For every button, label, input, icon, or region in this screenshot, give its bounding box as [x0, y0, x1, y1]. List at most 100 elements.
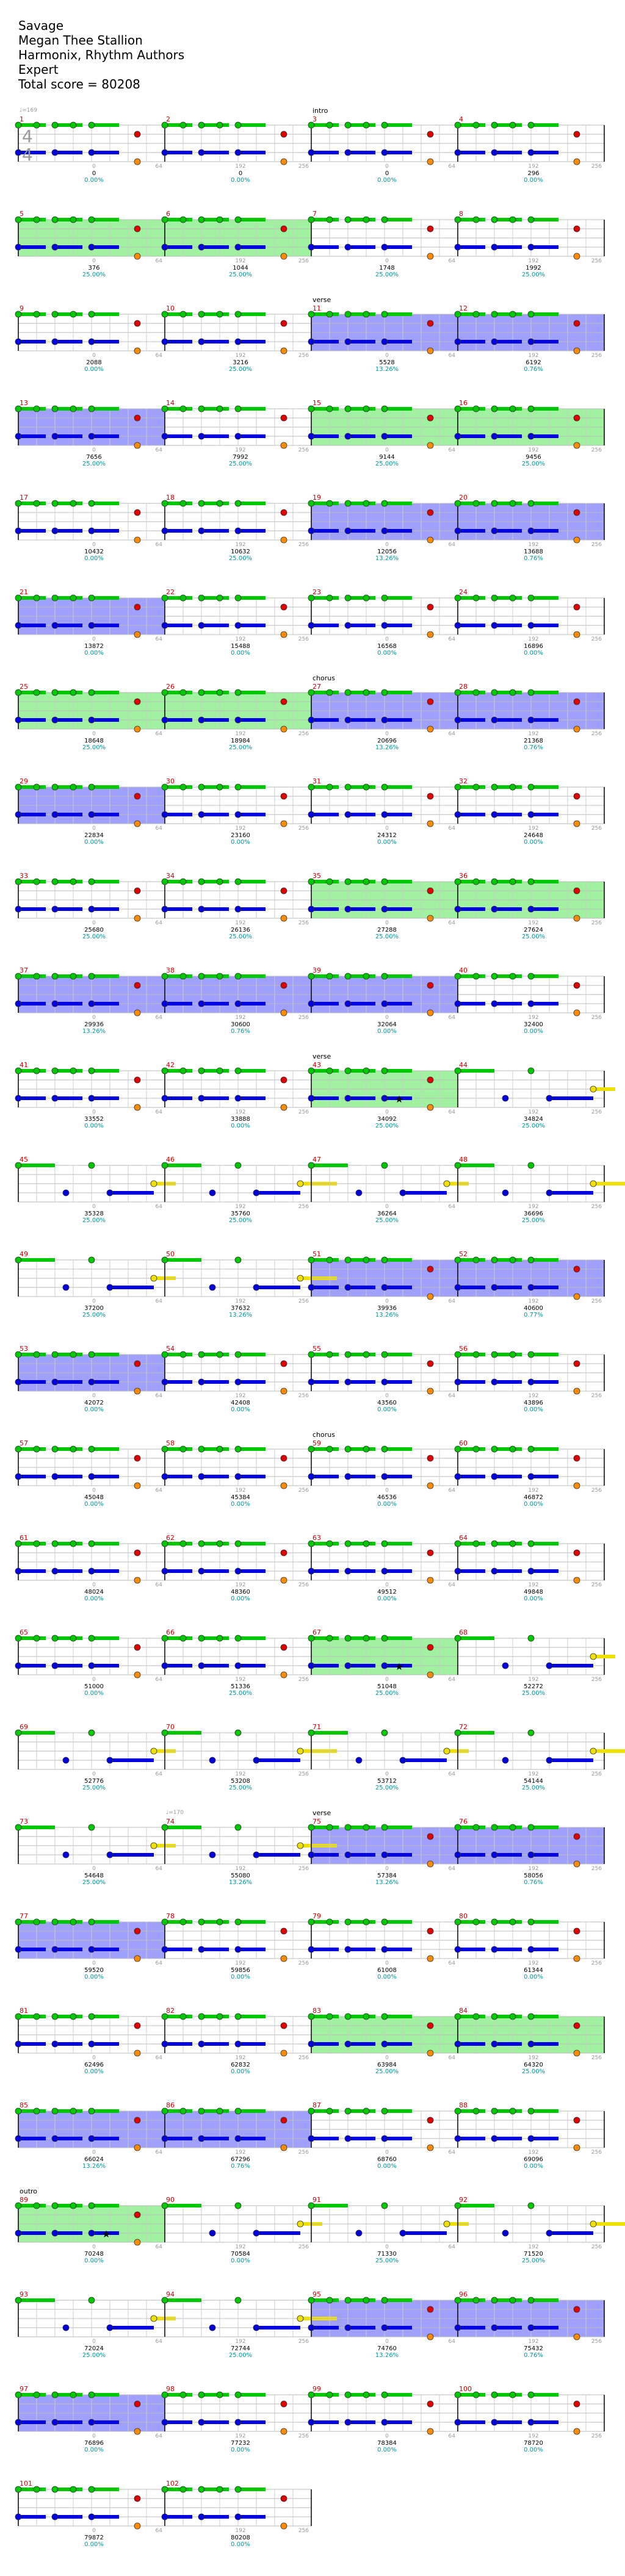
sustain-tail	[348, 1920, 375, 1924]
blue-note	[106, 2324, 114, 2331]
blue-note	[491, 1851, 498, 1858]
sustain-tail	[348, 1853, 375, 1857]
blue-note	[454, 2419, 461, 2426]
sustain-tail	[458, 407, 485, 411]
green-note	[70, 2013, 77, 2020]
green-note	[33, 594, 40, 602]
tick-label: 256	[298, 1771, 309, 1777]
green-note	[88, 2297, 95, 2304]
measure-score: 58056	[524, 1873, 543, 1879]
sustain-tail	[55, 1569, 82, 1573]
tick-label: 256	[591, 1109, 602, 1115]
sustain-tail	[92, 2515, 119, 2519]
orange-note	[134, 1955, 141, 1962]
measure-percent: 0.00%	[524, 1028, 543, 1035]
sustain-tail	[165, 2015, 192, 2018]
tick-label: 0	[385, 1015, 389, 1021]
sustain-tail	[385, 1447, 412, 1451]
orange-note	[427, 253, 434, 260]
green-note	[381, 973, 388, 980]
blue-note	[234, 2040, 242, 2048]
green-note	[33, 1918, 40, 1926]
sustain-tail	[92, 1353, 119, 1356]
tick-label: 256	[591, 920, 602, 926]
tick-label: 256	[591, 2150, 602, 2156]
sustain-tail	[92, 407, 119, 411]
green-note	[234, 311, 242, 318]
blue-note	[234, 1378, 242, 1386]
sustain-tail	[201, 596, 229, 600]
sustain-tail	[238, 407, 266, 411]
measure-number: 94	[166, 2290, 175, 2298]
green-note	[454, 500, 461, 507]
measure-score: 72024	[84, 2345, 104, 2352]
tick-label: 64	[156, 1677, 163, 1683]
sustain-tail	[494, 2137, 522, 2140]
measure-percent: 0.00%	[524, 1974, 543, 1981]
red-note	[427, 1455, 434, 1462]
sustain-tail	[311, 2109, 339, 2113]
measure-score: 48024	[84, 1589, 104, 1596]
blue-note	[527, 1473, 535, 1480]
measure-number: 67	[312, 1628, 321, 1636]
tick-label: 64	[449, 353, 456, 359]
tick-label: 192	[235, 1393, 245, 1399]
blue-note	[51, 622, 59, 629]
measure-number: 47	[312, 1156, 321, 1164]
blue-note	[62, 1284, 70, 1291]
sustain-tail	[458, 2204, 494, 2207]
blue-note	[15, 2419, 22, 2426]
sustain-tail	[593, 1749, 625, 1753]
sustain-tail	[348, 218, 375, 221]
blue-note	[234, 527, 242, 534]
blue-note	[454, 1473, 461, 1480]
sustain-tail	[311, 1542, 339, 1545]
yellow-note	[590, 1653, 597, 1660]
green-note	[454, 1067, 461, 1074]
tick-label: 192	[235, 1109, 245, 1115]
green-note	[491, 216, 498, 223]
sustain-tail	[201, 2109, 229, 2113]
green-note	[308, 311, 315, 318]
sustain-tail	[165, 907, 192, 911]
blue-note	[491, 338, 498, 345]
sustain-tail	[92, 1920, 119, 1924]
blue-note	[88, 1473, 95, 1480]
measure-number: 50	[166, 1250, 175, 1258]
sustain-tail	[311, 1002, 339, 1006]
sustain-tail	[494, 1002, 522, 1006]
tick-label: 256	[298, 2528, 309, 2534]
sustain-tail	[531, 529, 558, 533]
measure-number: 39	[312, 966, 321, 974]
yellow-note	[443, 1180, 450, 1187]
tick-label: 64	[449, 1488, 456, 1494]
measure-percent: 0.00%	[524, 839, 543, 846]
sustain-tail	[165, 434, 192, 438]
measure-number: 21	[20, 588, 28, 596]
red-note	[134, 2211, 141, 2218]
measure-percent: 25.00%	[229, 272, 252, 278]
green-note	[491, 1445, 498, 1453]
tick-label: 192	[528, 353, 538, 359]
green-note	[344, 1351, 352, 1358]
blue-note	[253, 1284, 260, 1291]
green-note	[344, 500, 352, 507]
tick-label: 0	[92, 164, 96, 170]
sustain-tail	[238, 907, 266, 911]
green-note	[509, 1256, 516, 1264]
orange-note	[134, 158, 141, 165]
sustain-tail	[311, 151, 339, 154]
green-note	[363, 878, 370, 885]
sustain-tail	[55, 2109, 82, 2113]
measure-percent: 0.76%	[524, 2352, 543, 2359]
green-note	[216, 1918, 223, 1926]
green-note	[308, 1729, 315, 1736]
sustain-tail	[55, 502, 82, 505]
green-note	[363, 216, 370, 223]
measure-percent: 25.00%	[82, 461, 106, 467]
sustain-tail	[55, 312, 82, 316]
sustain-tail	[311, 312, 339, 316]
sustain-tail	[385, 1286, 412, 1289]
tick-label: 256	[591, 826, 602, 832]
measure-percent: 25.00%	[82, 744, 106, 751]
